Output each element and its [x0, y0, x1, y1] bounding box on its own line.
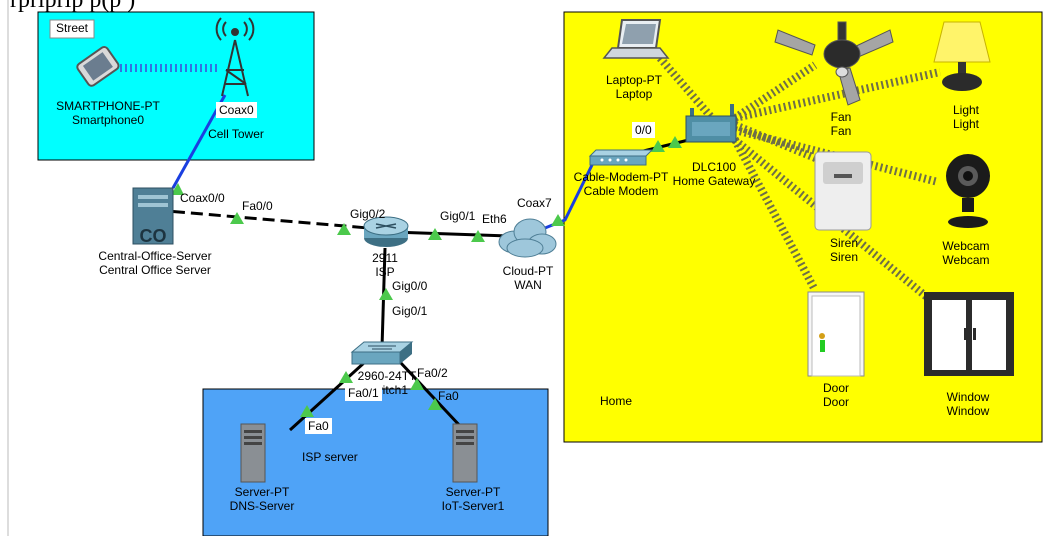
laptop-wireless-link — [656, 55, 716, 121]
smartphone-icon[interactable] — [76, 45, 120, 87]
fan-icon[interactable] — [774, 21, 894, 106]
street-tag-box — [49, 19, 95, 39]
window-icon[interactable] — [924, 292, 1014, 376]
home-gateway-icon[interactable] — [685, 104, 737, 143]
port-gig0-1-router: Gig0/1 — [440, 209, 476, 223]
cloud-icon[interactable] — [498, 218, 557, 258]
link-light — [300, 405, 314, 417]
link-light — [651, 140, 665, 152]
port-fa0-2: Fa0/2 — [417, 366, 448, 380]
cloud-modem-coax — [539, 162, 595, 232]
top-cut-text: rpriprip p(p ) — [10, 0, 136, 13]
link-light — [379, 288, 393, 300]
switch-icon[interactable] — [350, 341, 414, 365]
port-0-0: 0/0 — [632, 122, 655, 138]
cable-modem-icon[interactable] — [588, 149, 654, 166]
port-fa0-0: Fa0/0 — [242, 199, 273, 213]
isp-cloud-link — [391, 230, 511, 238]
port-gig0-2: Gig0/2 — [350, 207, 386, 221]
isp-server-area-label: ISP server — [302, 450, 358, 464]
link-light — [339, 371, 353, 383]
link-light — [171, 183, 184, 195]
port-coax0: Coax0 — [216, 102, 257, 118]
link-status-lights — [171, 136, 682, 417]
webcam-icon[interactable] — [946, 154, 990, 228]
light-wireless-link — [734, 68, 941, 122]
link-light — [668, 136, 682, 148]
port-coax0-0: Coax0/0 — [180, 191, 225, 205]
siren-icon[interactable] — [814, 151, 872, 231]
port-gig0-0: Gig0/0 — [392, 279, 428, 293]
cell-tower-label: Cell Tower — [208, 127, 264, 141]
link-light — [428, 228, 442, 240]
door-wireless-link — [731, 138, 819, 292]
link-light — [337, 223, 351, 235]
wireless-links — [120, 55, 941, 302]
siren-wireless-link — [733, 121, 822, 164]
central-office-server-icon[interactable]: CO — [132, 187, 174, 246]
cell-tower-icon[interactable] — [215, 17, 255, 97]
port-eth6: Eth6 — [482, 212, 507, 226]
link-light — [230, 212, 244, 224]
switch-dns-link — [288, 360, 367, 432]
link-light — [428, 398, 442, 410]
port-fa0-dns: Fa0 — [305, 418, 332, 434]
door-icon[interactable] — [807, 291, 865, 377]
window-wireless-link — [732, 136, 931, 302]
port-fa0-iot: Fa0 — [438, 389, 459, 403]
home-area-label: Home — [600, 394, 633, 408]
link-light — [551, 214, 565, 226]
svg-text:CO: CO — [140, 226, 167, 246]
link-light — [471, 230, 485, 242]
port-coax7: Coax7 — [517, 196, 552, 210]
dns-server-icon[interactable] — [240, 423, 266, 483]
fan-wireless-link — [732, 61, 818, 122]
iot-server-icon[interactable] — [452, 423, 478, 483]
light-icon[interactable] — [933, 21, 991, 91]
port-gig0-1-switch: Gig0/1 — [392, 304, 428, 318]
switch-iot-link — [398, 360, 464, 430]
laptop-icon[interactable] — [602, 19, 670, 59]
port-fa0-1: Fa0/1 — [345, 385, 382, 401]
street-area-label: Street — [56, 21, 89, 35]
isp-router-icon[interactable] — [363, 216, 409, 247]
link-light — [410, 378, 424, 390]
